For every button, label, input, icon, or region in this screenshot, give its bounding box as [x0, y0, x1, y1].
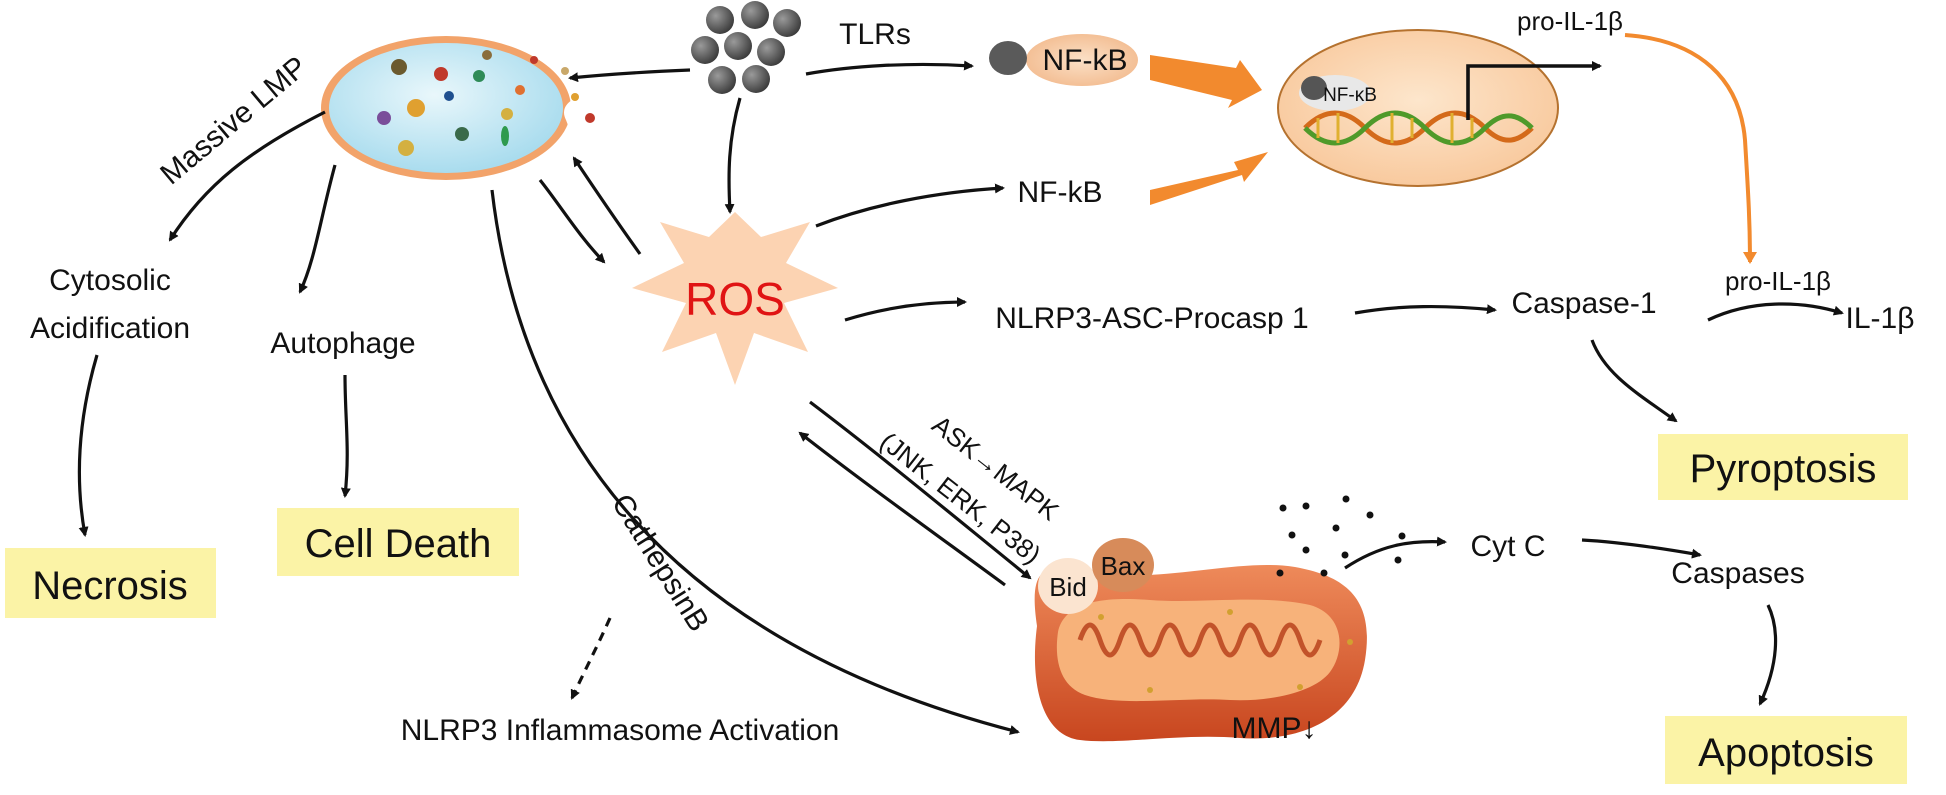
cytosolic-label: Cytosolic — [49, 264, 171, 297]
necrosis-label: Necrosis — [32, 564, 188, 608]
cell-death-label: Cell Death — [305, 522, 492, 566]
arrow-ros-to-nfkb — [815, 183, 1005, 228]
arrow-particles-to-ros — [724, 97, 742, 214]
arrow-mmp-to-cytc — [1344, 536, 1447, 570]
cytc-label: Cyt C — [1471, 530, 1546, 563]
ros-label: ROS — [685, 273, 785, 325]
nlrp3-complex-label: NLRP3-ASC-Procasp 1 — [995, 302, 1308, 335]
nfkb-complex-top: NF-kB — [989, 34, 1138, 86]
pro-il1b-top-label: pro-IL-1β — [1517, 6, 1623, 36]
mitochondrion — [1034, 565, 1367, 742]
arrow-ros-to-nlrp3 — [844, 297, 967, 322]
arrow-caspase1-to-pyroptosis — [1590, 339, 1678, 423]
autophage-label: Autophage — [270, 327, 415, 360]
arrow-lysosome-to-ros — [538, 179, 606, 264]
arrow-acidification-to-necrosis — [77, 354, 99, 537]
arrow-nlrp3-to-caspase1 — [1354, 304, 1497, 315]
arrow-caspase1-to-il1b — [1707, 302, 1844, 322]
cathepsinb-label: CathepsinB — [605, 488, 715, 637]
arrow-ros-to-mitochondrion — [809, 400, 1032, 580]
outcome-apoptosis: Apoptosis — [1665, 716, 1907, 784]
arrow-particles-to-lysosome — [568, 68, 691, 83]
arrow-caspases-to-apoptosis — [1758, 604, 1778, 706]
cyt-c-dots — [1276, 495, 1406, 577]
arrow-ros-to-lysosome — [572, 156, 642, 255]
ros-starburst: ROS — [632, 212, 838, 385]
arrow-mitochondrion-to-ros — [798, 431, 1006, 587]
arrow-cytc-to-caspases — [1581, 538, 1702, 559]
lysosome — [321, 36, 600, 180]
bid-protein: Bid — [1038, 558, 1098, 614]
nanoparticle-cluster — [691, 1, 801, 94]
arrows — [77, 60, 1844, 735]
nfkb-nucleus-label: NF-κB — [1323, 85, 1377, 106]
pro-il1b-mid-label: pro-IL-1β — [1725, 266, 1831, 296]
bax-label: Bax — [1101, 551, 1146, 581]
outcome-necrosis: Necrosis — [5, 548, 216, 618]
outcome-pyroptosis: Pyroptosis — [1658, 434, 1908, 500]
arrow-lysosome-to-mitochondrion — [490, 189, 1020, 735]
mmp-label: MMP↓ — [1232, 712, 1317, 745]
orange-arrows — [1150, 33, 1757, 264]
nucleus: NF-κB — [1277, 29, 1602, 187]
caspase1-label: Caspase-1 — [1511, 287, 1656, 320]
acidification-label: Acidification — [30, 312, 190, 345]
arrow-autophage-to-celldeath — [340, 374, 351, 498]
arrow-lysosome-to-cytosolic — [168, 110, 326, 242]
arrow-tlrs-to-nfkb — [805, 60, 974, 76]
nlrp3-inflammasome-label: NLRP3 Inflammasome Activation — [401, 714, 840, 747]
arrow-cathepsin-to-inflammasome — [570, 617, 612, 700]
tlrs-label: TLRs — [839, 18, 911, 51]
caspases-label: Caspases — [1671, 557, 1804, 590]
bax-protein: Bax — [1092, 538, 1154, 592]
nfkb-top-label: NF-kB — [1043, 44, 1128, 77]
arrow-lysosome-to-autophage — [298, 164, 337, 294]
outcome-cell-death: Cell Death — [277, 508, 519, 576]
pyroptosis-label: Pyroptosis — [1690, 447, 1877, 491]
apoptosis-label: Apoptosis — [1698, 731, 1874, 775]
bid-label: Bid — [1049, 572, 1087, 602]
nfkb-mid-label: NF-kB — [1018, 176, 1103, 209]
il1b-label: IL-1β — [1846, 302, 1915, 335]
